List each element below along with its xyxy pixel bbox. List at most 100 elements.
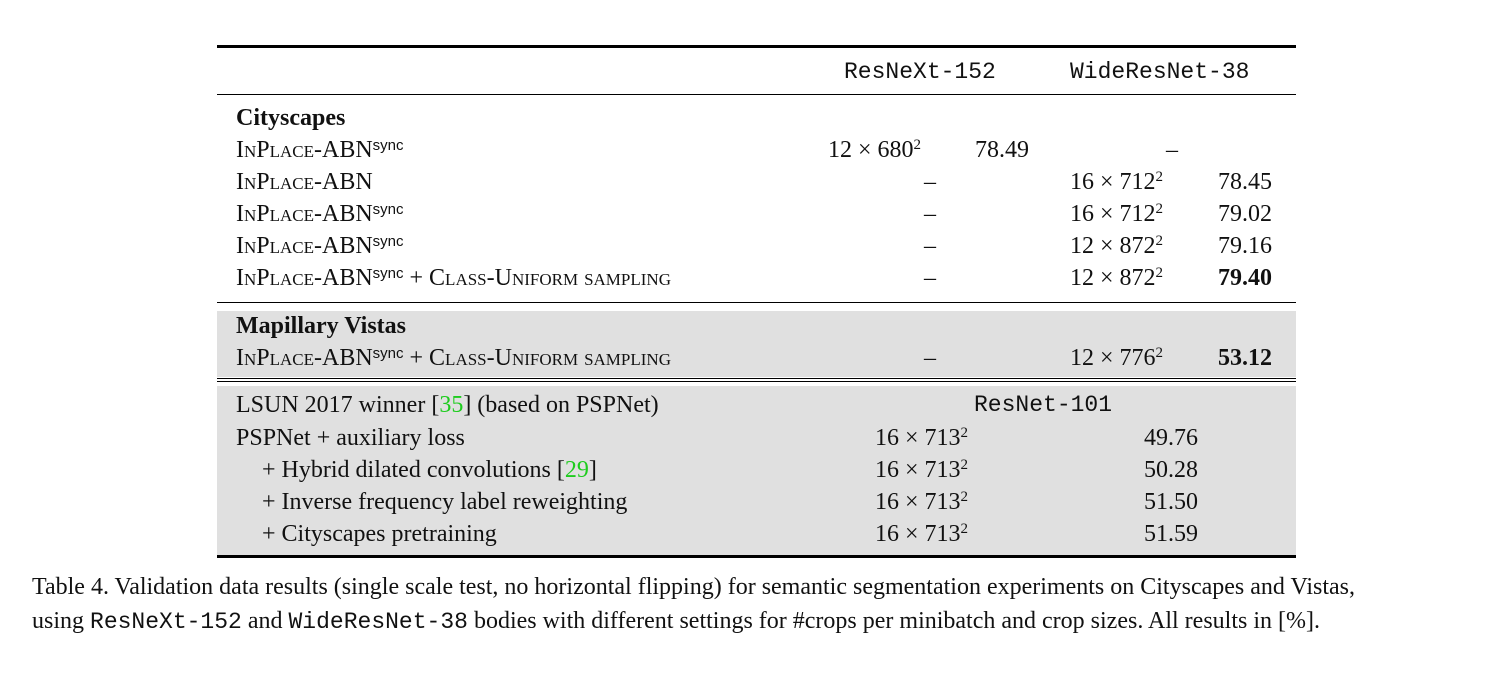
method-name: InPlace-ABN [236,201,373,227]
cityscapes-row-c1-crop: – [924,265,936,291]
lsun-row-crop: 16 × 7132 [875,486,968,518]
lsun-row-crop: 16 × 7132 [875,454,968,486]
lsun-row-text: + Inverse frequency label reweighting [262,489,628,515]
crop-value: 12 × 872 [1070,233,1156,259]
method-sup: sync [372,201,404,218]
lsun-winner-label: LSUN 2017 winner [ [236,392,440,418]
crop-exp: 2 [960,457,969,473]
bottom-rule [217,555,1296,558]
vistas-title: Mapillary Vistas [236,313,407,339]
lsun-winner: LSUN 2017 winner [35] (based on PSPNet) [236,389,659,421]
crop-value: 16 × 713 [875,425,961,451]
header-resnext: ResNeXt-152 [844,59,996,85]
lsun-backbone: ResNet-101 [974,392,1113,418]
method-name: InPlace-ABN [236,169,373,195]
lsun-row-text: + Cityscapes pretraining [262,521,497,547]
crop-value: 16 × 712 [1070,201,1156,227]
caption-line-1: Table 4. Validation data results (single… [32,574,1356,600]
caption-mono-2: WideResNet-38 [288,609,468,635]
vistas-method-suffix: + Class-Uniform sampling [403,345,671,371]
top-rule [217,45,1296,48]
cityscapes-row-c1-crop: – [924,201,936,227]
vistas-shade [217,311,1296,377]
crop-exp: 2 [1155,169,1164,185]
lsun-row-score: 51.50 [1144,489,1198,515]
lsun-winner-ref[interactable]: 35 [439,392,464,418]
vistas-c2-score: 53.12 [1218,345,1272,371]
lsun-row-label: + Cityscapes pretraining [262,518,497,550]
lsun-row-score: 51.59 [1144,521,1198,547]
caption-mono-1: ResNeXt-152 [90,609,242,635]
cityscapes-row-c2-crop: 12 × 8722 [1070,262,1163,294]
vistas-rule-a [217,378,1296,379]
cityscapes-row-method: InPlace-ABN [236,166,373,198]
header-wideresnet: WideResNet-38 [1070,59,1250,85]
vistas-c2-crop: 12 × 7762 [1070,342,1163,374]
lsun-row-label: + Inverse frequency label reweighting [262,486,627,518]
cityscapes-row-method: InPlace-ABNsync [236,134,404,166]
lsun-row-crop: 16 × 7132 [875,518,968,550]
lsun-row-label: PSPNet + auxiliary loss [236,422,465,454]
lsun-row-score: 49.76 [1144,425,1198,451]
method-sup: sync [372,265,404,282]
caption-text-a: using [32,608,91,634]
cityscapes-row-c2-crop: 16 × 7122 [1070,198,1163,230]
cityscapes-row-c2-score: 78.45 [1218,169,1272,195]
method-name: InPlace-ABN [236,137,373,163]
cityscapes-row-c1-score: 78.49 [975,137,1029,163]
cityscapes-row-c1-crop: 12 × 6802 [828,134,921,166]
cityscapes-row-method: InPlace-ABNsync [236,230,404,262]
vistas-method: InPlace-ABNsync + Class-Uniform sampling [236,342,671,374]
vistas-rule-b [217,381,1296,382]
caption-text-b: and [241,608,289,634]
crop-exp: 2 [1155,265,1164,281]
cityscapes-row-c1-crop: – [924,169,936,195]
lsun-row-ref-tail: ] [588,457,597,483]
crop-value: 12 × 680 [828,137,914,163]
cityscapes-rule [217,302,1296,303]
crop-exp: 2 [960,489,969,505]
cityscapes-row-method: InPlace-ABNsync [236,198,404,230]
method-suffix: + Class-Uniform sampling [403,265,671,291]
lsun-row-ref[interactable]: 29 [564,457,589,483]
vistas-method-name: InPlace-ABN [236,345,373,371]
table-caption: Table 4. Validation data results (single… [32,570,1492,639]
cityscapes-title: Cityscapes [236,105,346,131]
crop-value: 16 × 713 [875,457,961,483]
lsun-winner-tail: ] (based on PSPNet) [463,392,659,418]
method-sup: sync [372,233,404,250]
lsun-row-text: PSPNet + auxiliary loss [236,425,465,451]
crop-value: 12 × 872 [1070,265,1156,291]
method-name: InPlace-ABN [236,233,373,259]
lsun-row-text: + Hybrid dilated convolutions [ [262,457,565,483]
lsun-shade [217,386,1296,555]
caption-text-c: bodies with different settings for #crop… [467,608,1320,634]
crop-value: 16 × 713 [875,521,961,547]
crop-value: 16 × 712 [1070,169,1156,195]
cityscapes-row-method: InPlace-ABNsync + Class-Uniform sampling [236,262,671,294]
crop-exp: 2 [913,137,922,153]
crop-exp: 2 [1155,201,1164,217]
lsun-row-label: + Hybrid dilated convolutions [29] [262,454,597,486]
crop-value: 16 × 713 [875,489,961,515]
crop-exp: 2 [960,425,969,441]
cityscapes-row-c2-score: 79.40 [1218,265,1272,291]
vistas-c1-crop: – [924,345,936,371]
caption-line-2: using ResNeXt-152 and WideResNet-38 bodi… [32,604,1492,639]
vistas-method-sup: sync [372,345,404,362]
method-name: InPlace-ABN [236,265,373,291]
cityscapes-row-c1-crop: – [924,233,936,259]
method-sup: sync [372,137,404,154]
vistas-c2-crop-exp: 2 [1155,345,1164,361]
cityscapes-row-c2-score: 79.16 [1218,233,1272,259]
lsun-row-crop: 16 × 7132 [875,422,968,454]
cityscapes-row-c2-score: 79.02 [1218,201,1272,227]
cityscapes-row-c2-crop: 16 × 7122 [1070,166,1163,198]
lsun-row-score: 50.28 [1144,457,1198,483]
crop-exp: 2 [960,521,969,537]
cityscapes-row-c2-score: – [1166,137,1178,163]
vistas-c2-crop-value: 12 × 776 [1070,345,1156,371]
crop-exp: 2 [1155,233,1164,249]
header-rule [217,94,1296,95]
cityscapes-row-c2-crop: 12 × 8722 [1070,230,1163,262]
